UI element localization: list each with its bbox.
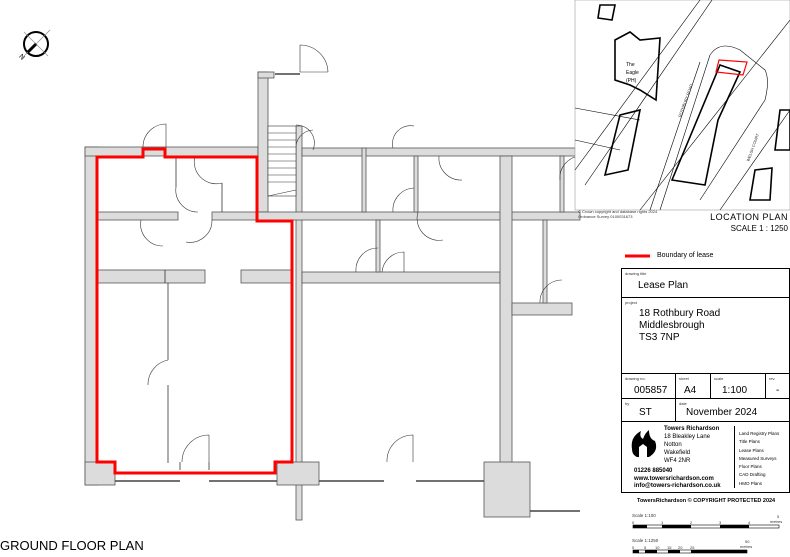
company-website[interactable]: www.towersrichardson.com bbox=[634, 475, 714, 482]
drawing-title: Lease Plan bbox=[638, 280, 689, 291]
wall-pier bbox=[483, 461, 531, 518]
scale-cell: scale 1:100 bbox=[710, 373, 766, 399]
wall bbox=[240, 269, 293, 284]
legend-label: Boundary of lease bbox=[657, 252, 714, 259]
map-label: Eagle bbox=[626, 70, 639, 76]
rev-cell: rev. - bbox=[765, 373, 790, 399]
project-address: 18 Rothbury Road Middlesbrough TS3 7NP bbox=[639, 308, 721, 343]
wall bbox=[413, 155, 419, 213]
wall bbox=[559, 155, 565, 213]
scale-bar-label: Scale 1:1250 bbox=[632, 538, 659, 543]
company-logo-icon bbox=[631, 430, 657, 457]
revision: - bbox=[776, 385, 780, 396]
wall bbox=[295, 125, 303, 521]
scale-bar-1-1250 bbox=[632, 549, 748, 554]
drawing-title-box: drawing title Lease Plan bbox=[621, 268, 790, 298]
door-swings bbox=[140, 44, 581, 463]
wall-pier bbox=[84, 461, 116, 486]
drawing-no: 005857 bbox=[634, 385, 668, 396]
wall bbox=[97, 269, 206, 284]
wall bbox=[375, 219, 381, 273]
wall bbox=[257, 71, 269, 213]
scale-bar-label: Scale 1:100 bbox=[632, 513, 656, 518]
company-email[interactable]: info@towers-richardson.co.uk bbox=[634, 483, 721, 489]
project-box: project 18 Rothbury Road Middlesbrough T… bbox=[621, 297, 790, 374]
wall-pier bbox=[276, 461, 320, 486]
wall bbox=[542, 219, 548, 304]
location-plan-map bbox=[574, 0, 790, 211]
os-licence: Ordnance Survey 0100031673 bbox=[578, 214, 633, 219]
location-site-marker bbox=[715, 59, 748, 76]
os-copyright: © Crown copyright and database rights 20… bbox=[578, 209, 658, 214]
wall bbox=[84, 146, 259, 157]
services-list: Land Registry Plans Title Plans Lease Pl… bbox=[739, 431, 780, 486]
sheet-cell: sheet A4 bbox=[675, 373, 711, 399]
wall bbox=[257, 71, 275, 79]
wall bbox=[499, 155, 513, 501]
drawing-no-cell: drawing no. 005857 bbox=[621, 373, 676, 399]
by-cell: by ST bbox=[621, 398, 676, 422]
lease-boundary bbox=[95, 147, 294, 475]
drawing-scale: 1:100 bbox=[722, 385, 748, 396]
copyright-notice: TowersRichardson © COPYRIGHT PROTECTED 2… bbox=[637, 498, 776, 504]
stairs bbox=[267, 125, 297, 197]
partitions bbox=[164, 156, 223, 470]
drawing-date: November 2024 bbox=[686, 407, 758, 418]
walls bbox=[84, 71, 581, 521]
location-plan-scale: SCALE 1 : 1250 bbox=[730, 224, 788, 233]
company-address: Towers Richardson 18 Bleakley Lane Notto… bbox=[664, 426, 720, 464]
wall bbox=[211, 211, 259, 221]
scale-bar-1-100 bbox=[632, 524, 780, 529]
plan-title: GROUND FLOOR PLAN bbox=[0, 538, 144, 553]
drawn-by: ST bbox=[639, 407, 652, 418]
map-label: (PH) bbox=[626, 78, 637, 84]
wall bbox=[301, 271, 501, 284]
wall bbox=[97, 211, 179, 221]
date-cell: date November 2024 bbox=[675, 398, 790, 422]
sheet-size: A4 bbox=[684, 385, 697, 396]
wall bbox=[301, 147, 581, 157]
map-label: The bbox=[626, 62, 635, 68]
company-box: Towers Richardson 18 Bleakley Lane Notto… bbox=[621, 421, 790, 493]
wall bbox=[511, 302, 573, 316]
north-arrow-icon bbox=[21, 29, 51, 59]
location-plan-title: LOCATION PLAN bbox=[710, 212, 788, 222]
company-contact: 01226 885040 www.towersrichardson.com in… bbox=[634, 468, 721, 491]
company-phone: 01226 885040 bbox=[634, 468, 673, 474]
windows bbox=[115, 73, 580, 512]
wall bbox=[361, 147, 367, 213]
wall bbox=[257, 211, 581, 221]
